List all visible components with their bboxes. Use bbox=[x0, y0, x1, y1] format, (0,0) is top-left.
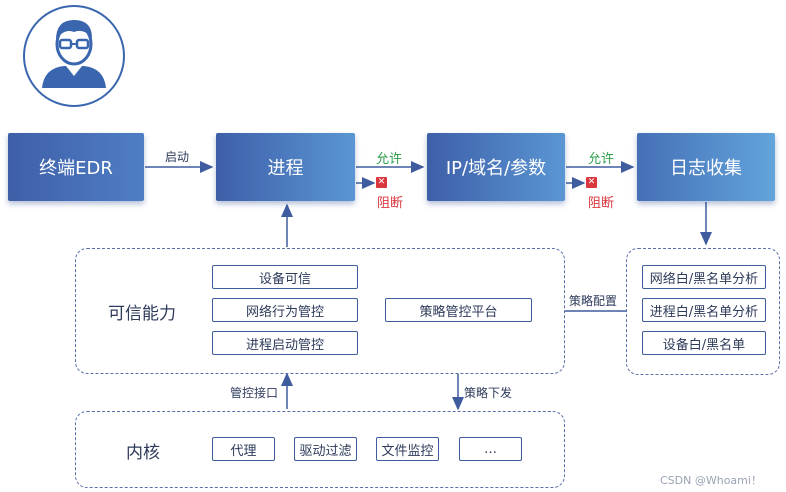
avatar bbox=[22, 4, 126, 108]
block-label-1: 阻断 bbox=[377, 196, 404, 211]
start-label: 启动 bbox=[165, 150, 190, 164]
kernel-item: 代理 bbox=[212, 437, 275, 461]
analysis-item: 设备白/黑名单 bbox=[642, 331, 766, 355]
block-icon: ✕ bbox=[376, 177, 387, 188]
block-label-2: 阻断 bbox=[588, 196, 615, 211]
process-label: 进程 bbox=[267, 158, 304, 179]
kernel-title: 内核 bbox=[126, 443, 160, 463]
analysis-item: 进程白/黑名单分析 bbox=[642, 298, 766, 322]
edr-label: 终端EDR bbox=[39, 158, 113, 179]
policy-platform: 策略管控平台 bbox=[385, 298, 532, 322]
allow-label-1: 允许 bbox=[376, 152, 403, 167]
edr-box: 终端EDR bbox=[8, 133, 144, 201]
trusted-item: 设备可信 bbox=[212, 265, 358, 289]
policy-config-label: 策略配置 bbox=[569, 294, 618, 308]
log-label: 日志收集 bbox=[670, 158, 742, 179]
kernel-item: 文件监控 bbox=[376, 437, 439, 461]
user-icon bbox=[23, 5, 125, 107]
watermark: CSDN @Whoami！ bbox=[660, 474, 762, 487]
analysis-item: 网络白/黑名单分析 bbox=[642, 265, 766, 289]
allow-label-2: 允许 bbox=[588, 152, 615, 167]
block-icon: ✕ bbox=[586, 177, 597, 188]
trusted-item: 进程启动管控 bbox=[212, 331, 358, 355]
policy-issue-label: 策略下发 bbox=[464, 386, 513, 400]
kernel-item: … bbox=[459, 437, 522, 461]
log-box: 日志收集 bbox=[637, 133, 775, 201]
control-interface-label: 管控接口 bbox=[230, 386, 279, 400]
process-box: 进程 bbox=[216, 133, 355, 201]
trusted-title: 可信能力 bbox=[108, 304, 176, 324]
trusted-item: 网络行为管控 bbox=[212, 298, 358, 322]
ip-box: IP/域名/参数 bbox=[427, 133, 565, 201]
ip-label: IP/域名/参数 bbox=[445, 158, 547, 179]
kernel-item: 驱动过滤 bbox=[294, 437, 357, 461]
